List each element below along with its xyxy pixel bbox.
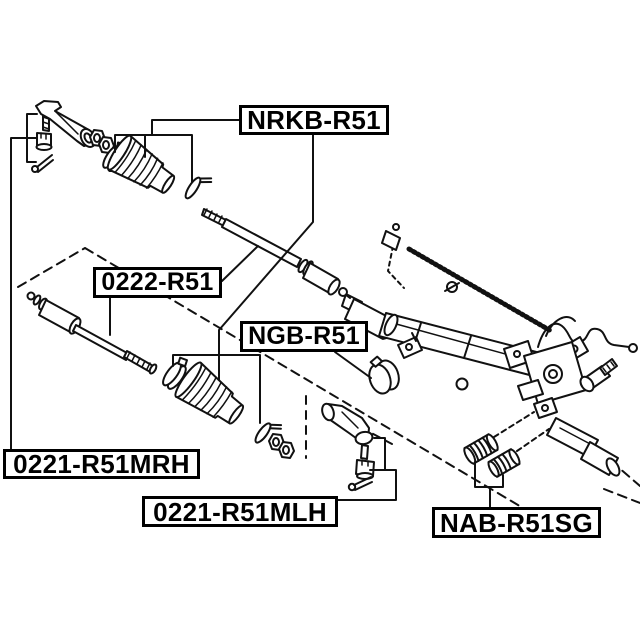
label-boot-kit: NRKB-R51	[239, 105, 389, 135]
label-grommet-kit: NAB-R51SG	[432, 507, 601, 538]
leader-lines	[10, 113, 504, 508]
label-tie-rod-end-right-text: 0221-R51MRH	[13, 449, 190, 479]
label-boot-kit-text: NRKB-R51	[247, 105, 381, 135]
label-inner-tie-rod: 0222-R51	[93, 267, 222, 298]
boot-kit-top-drawing	[89, 129, 213, 200]
boot-kit-bottom-drawing	[162, 356, 295, 459]
label-gear-bushing: NGB-R51	[240, 321, 368, 352]
rack-mount-bushing-drawing	[368, 355, 400, 395]
label-inner-tie-rod-text: 0222-R51	[101, 268, 214, 296]
tie-rod-end-right-drawing	[31, 100, 97, 173]
label-tie-rod-end-left-text: 0221-R51MLH	[153, 496, 327, 527]
tie-rod-end-left-drawing	[321, 402, 375, 492]
label-grommet-kit-text: NAB-R51SG	[440, 507, 593, 538]
inner-tie-rod-upper-drawing	[201, 208, 351, 299]
label-gear-bushing-text: NGB-R51	[248, 322, 360, 350]
label-tie-rod-end-right: 0221-R51MRH	[3, 449, 200, 479]
inner-tie-rod-lower-drawing	[26, 291, 158, 375]
steering-rack-assembly-drawing	[341, 223, 638, 477]
label-tie-rod-end-left: 0221-R51MLH	[142, 496, 338, 527]
rack-grommets-drawing	[463, 433, 521, 478]
